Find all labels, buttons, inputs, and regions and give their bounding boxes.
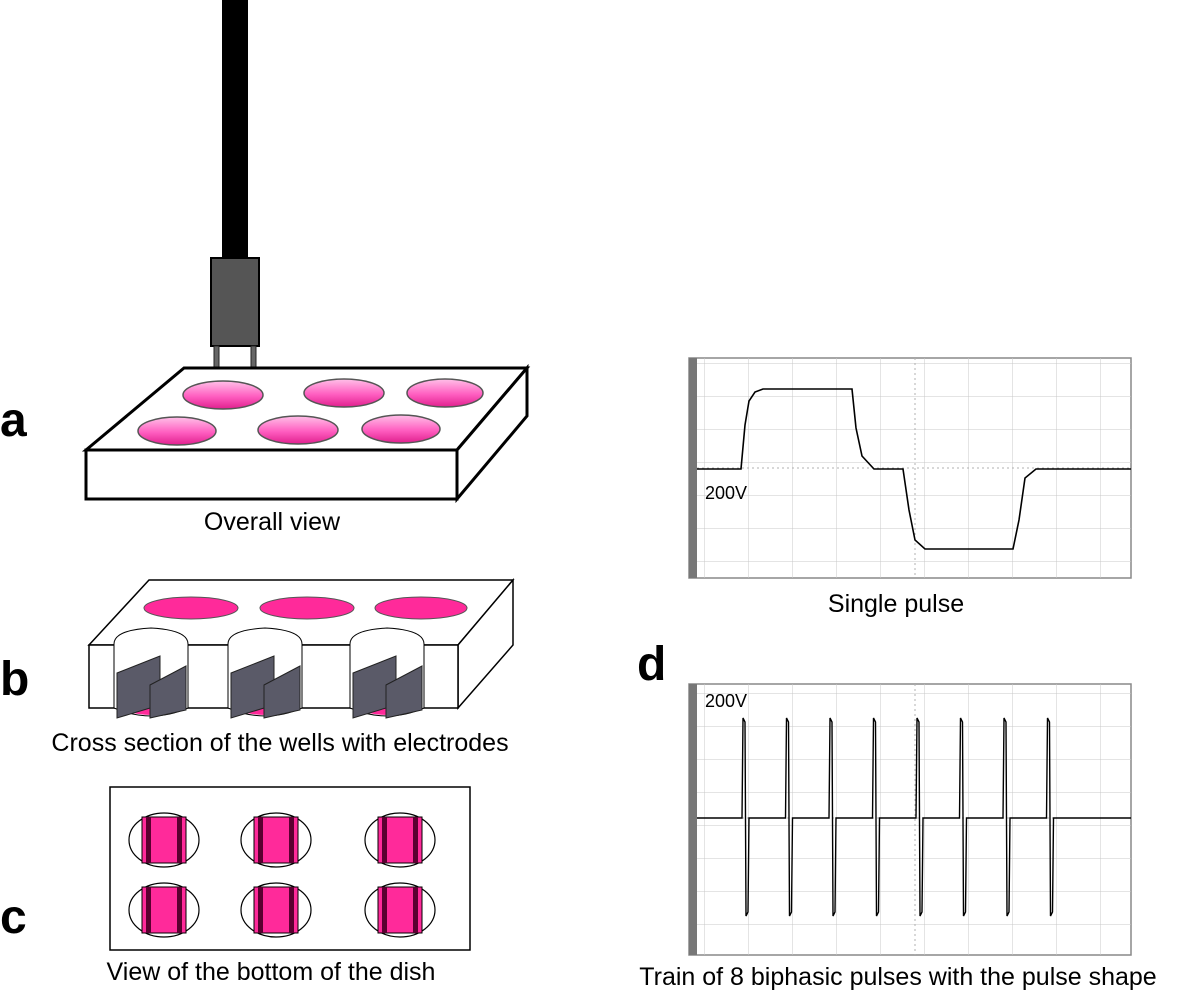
sectioned-well-2	[227, 627, 303, 719]
plate-wells	[137, 378, 484, 446]
sectioned-wells	[113, 627, 425, 719]
single-pulse-trace	[697, 388, 1131, 550]
panel-d: d 200V Single pulse 200V Train of 8 biph…	[637, 357, 1157, 991]
panel-letter-d: d	[637, 638, 666, 691]
bottom-well	[240, 812, 312, 868]
bottom-wells	[128, 812, 436, 938]
scope-left-bar	[689, 358, 697, 578]
panel-a: a Overall view	[0, 0, 531, 536]
electrode-plug	[210, 257, 260, 347]
cable	[222, 0, 248, 260]
bottom-well	[240, 882, 312, 938]
caption-overall-view: Overall view	[204, 508, 341, 536]
panel-letter-c: c	[0, 891, 27, 944]
oscilloscope-single-pulse: 200V Single pulse	[688, 357, 1132, 618]
scope-voltage-label-top: 200V	[705, 483, 747, 503]
caption-single-pulse: Single pulse	[828, 590, 964, 618]
scope-left-bar	[689, 684, 697, 955]
panel-letter-a: a	[0, 394, 27, 447]
well-openings	[143, 596, 468, 620]
caption-cross-section: Cross section of the wells with electrod…	[51, 729, 508, 757]
pulse-train-trace	[697, 717, 1131, 917]
bottom-well	[128, 812, 200, 868]
sectioned-well-1	[113, 627, 189, 719]
bottom-well	[128, 882, 200, 938]
sectioned-well-3	[349, 627, 425, 719]
panel-b: b	[0, 577, 515, 757]
caption-bottom-view: View of the bottom of the dish	[107, 958, 436, 986]
panel-c: c	[0, 786, 471, 986]
scope-voltage-label-bottom: 200V	[705, 691, 747, 711]
caption-pulse-train: Train of 8 biphasic pulses with the puls…	[639, 963, 1156, 991]
oscilloscope-pulse-train: 200V Train of 8 biphasic pulses with the…	[639, 683, 1157, 991]
panel-letter-b: b	[0, 653, 29, 706]
bottom-well	[364, 882, 436, 938]
bottom-well	[364, 812, 436, 868]
